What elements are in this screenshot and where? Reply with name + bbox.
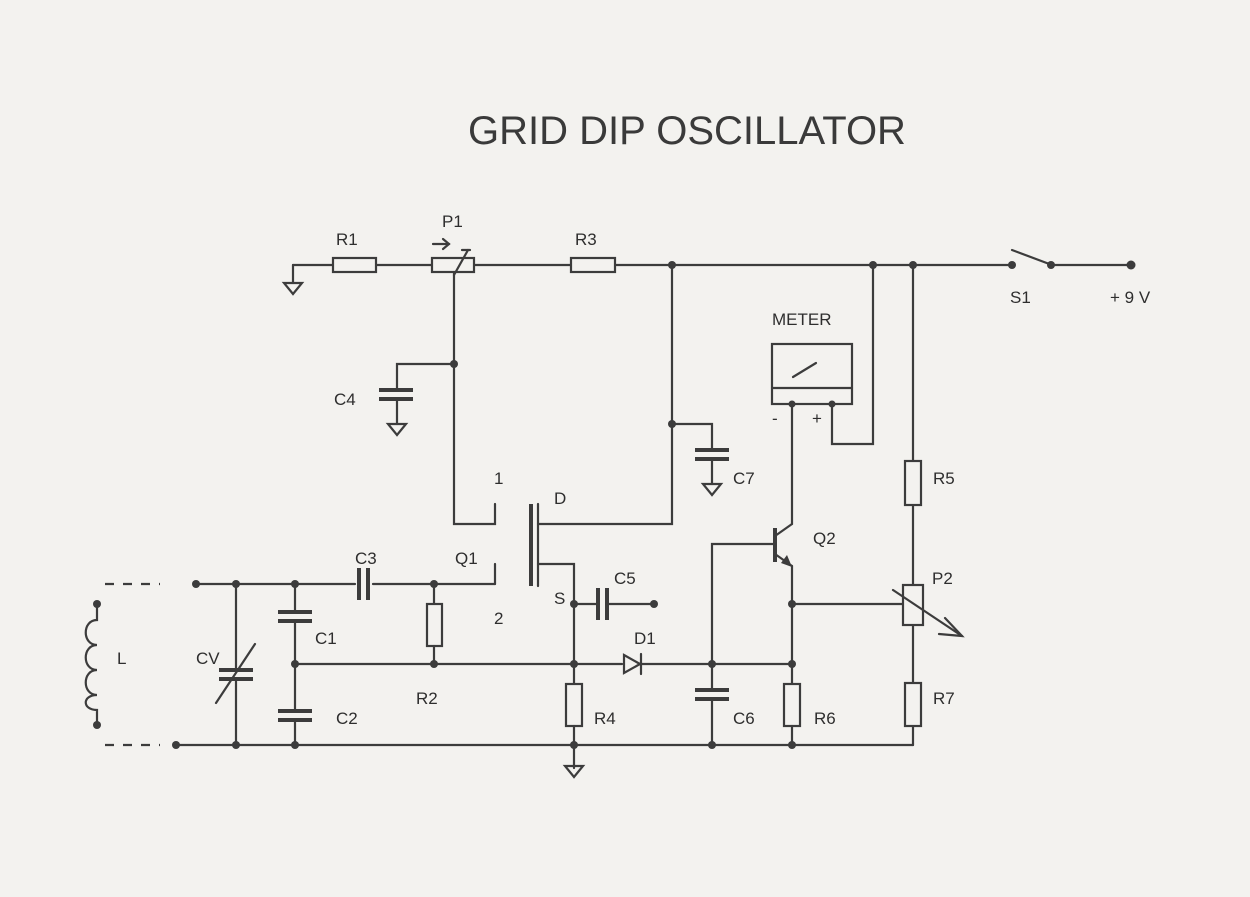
label-s1: S1 (1010, 288, 1031, 307)
label-r2: R2 (416, 689, 438, 708)
label-c2: C2 (336, 709, 358, 728)
capacitor-c2 (278, 662, 312, 747)
coil-connection-dashes (105, 582, 160, 747)
resistor-r7 (903, 681, 923, 728)
label-r7: R7 (933, 689, 955, 708)
label-q1: Q1 (455, 549, 478, 568)
ground-symbol-r1 (281, 281, 305, 296)
capacitor-c4 (379, 388, 413, 437)
diode-d1 (622, 652, 643, 676)
label-r4: R4 (594, 709, 616, 728)
junction-dot (570, 741, 578, 749)
label-r1: R1 (336, 230, 358, 249)
junction-dot (172, 741, 180, 749)
resistor-r2 (425, 582, 444, 666)
drain-wires (536, 263, 714, 526)
resistor-r1 (331, 256, 378, 274)
potentiometer-p2 (891, 583, 965, 638)
resistor-r6 (782, 682, 802, 747)
junction-dot (570, 660, 578, 668)
junction-dot (232, 741, 240, 749)
top-rail-wires (291, 263, 1014, 285)
junction-dot (788, 660, 796, 668)
label-p2: P2 (932, 569, 953, 588)
meter-symbol (770, 263, 875, 526)
label-source: S (554, 589, 565, 608)
junction-dot (788, 741, 796, 749)
resistor-r4 (562, 682, 586, 779)
capacitor-c7 (695, 448, 729, 497)
label-pin-1: 1 (494, 469, 503, 488)
transistor-q2 (710, 522, 904, 686)
label-c5: C5 (614, 569, 636, 588)
label-drain: D (554, 489, 566, 508)
junction-dot (430, 660, 438, 668)
label-c6: C6 (733, 709, 755, 728)
junction-dot (668, 420, 676, 428)
label-supply-9v: + 9 V (1110, 288, 1151, 307)
switch-s1 (1008, 248, 1136, 270)
diagram-title: GRID DIP OSCILLATOR (468, 109, 906, 153)
label-c7: C7 (733, 469, 755, 488)
variable-capacitor-cv (214, 582, 257, 747)
label-meter-minus: - (772, 409, 778, 428)
junction-dot (192, 580, 200, 588)
potentiometer-p1 (430, 237, 476, 277)
capacitor-c3 (357, 568, 370, 600)
transistor-q1 (493, 502, 576, 686)
p1-wiper-wires (395, 270, 497, 526)
label-meter-plus: + (812, 409, 822, 428)
capacitor-c5 (572, 588, 658, 620)
inductor-l (84, 600, 101, 729)
junction-dot (450, 360, 458, 368)
label-d1: D1 (634, 629, 656, 648)
label-c4: C4 (334, 390, 356, 409)
label-p1: P1 (442, 212, 463, 231)
capacitor-c1 (278, 582, 312, 666)
label-cv: CV (196, 649, 220, 668)
junction-dot (291, 741, 299, 749)
label-r6: R6 (814, 709, 836, 728)
label-r5: R5 (933, 469, 955, 488)
label-q2: Q2 (813, 529, 836, 548)
label-meter: METER (772, 310, 832, 329)
resistor-r5 (903, 459, 923, 507)
label-r3: R3 (575, 230, 597, 249)
capacitor-c6 (695, 662, 729, 747)
junction-dot (788, 600, 796, 608)
label-l: L (117, 649, 126, 668)
junction-dot (708, 741, 716, 749)
label-pin-2: 2 (494, 609, 503, 628)
label-c3: C3 (355, 549, 377, 568)
resistor-r3 (569, 256, 617, 274)
label-c1: C1 (315, 629, 337, 648)
